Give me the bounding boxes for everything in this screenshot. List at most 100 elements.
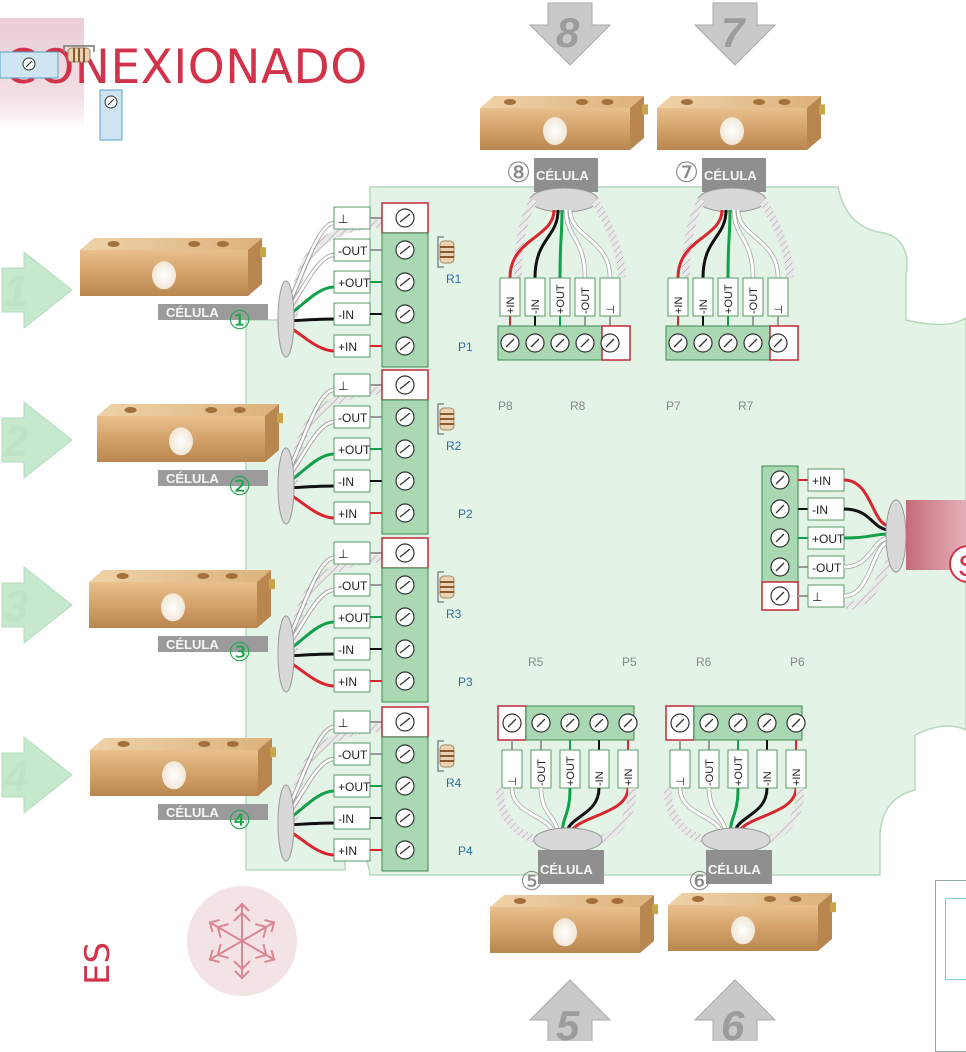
screw-slot [399, 749, 411, 759]
wire-gnd [568, 209, 612, 279]
trimmer-slot [25, 60, 33, 68]
resistor-label: R4 [446, 776, 462, 790]
screw-slot [399, 580, 411, 590]
cable-shield [495, 787, 540, 844]
terminal-label-gnd: ⊥ [338, 716, 348, 730]
resistor-band [440, 581, 454, 583]
screw-slot [399, 245, 411, 255]
resistor-label: R1 [446, 272, 462, 286]
terminal-label-gnd: ⊥ [605, 304, 617, 314]
load-cell-8 [480, 96, 648, 150]
arrow-shape [693, 2, 777, 66]
cable-shield [845, 559, 894, 610]
beam-screw [830, 902, 836, 913]
beam-strain-gauge [162, 761, 186, 790]
snowflake-branch [255, 923, 268, 939]
screw-slot [733, 718, 743, 728]
terminal-label-minus_in: -IN [762, 771, 774, 786]
screw-slot [399, 813, 411, 823]
cable-shield [514, 198, 538, 279]
arrow-number: 2 [3, 417, 29, 466]
trimmer-label: P4 [458, 844, 473, 858]
snowflake-arm [208, 940, 243, 964]
load-cell-6 [668, 893, 836, 951]
cell-word: CÉLULA [166, 305, 219, 320]
trimmer-label: P5 [622, 655, 637, 669]
cable-shield [596, 787, 637, 844]
terminal-label-plus_in: +IN [338, 507, 357, 521]
screw-slot [773, 338, 783, 348]
arrow-shape [528, 979, 612, 1041]
load-cell-7 [657, 96, 825, 150]
terminal-label-gnd: ⊥ [675, 776, 687, 786]
arrow-number: 5 [556, 1002, 580, 1041]
arrow-number: 7 [721, 9, 746, 56]
input-arrow-8: 8 [528, 2, 612, 66]
beam-strain-gauge [543, 117, 567, 146]
terminal-label-plus_in: +IN [673, 297, 685, 314]
cell-word: CÉLULA [708, 862, 761, 877]
beam-side [640, 895, 654, 953]
beam-hole [233, 407, 246, 413]
terminal-label-minus_out: -OUT [338, 748, 368, 762]
beam-hole [576, 99, 588, 105]
beam-top [480, 96, 644, 108]
screw-slot [399, 612, 411, 622]
screw-slot [399, 676, 411, 686]
beam-hole [124, 407, 137, 413]
screw-slot [399, 644, 411, 654]
snowflake-icon [208, 902, 276, 980]
cable-collar [697, 187, 767, 213]
resistor-band [440, 755, 454, 757]
wire-minus_in [701, 209, 728, 279]
cell-tag [534, 158, 598, 192]
snowflake-arm [241, 940, 276, 964]
resistor-band [440, 251, 454, 253]
screw-slot [791, 718, 801, 728]
resistor-label: R7 [738, 399, 754, 413]
beam-screw [277, 413, 283, 424]
terminal-label-gnd: ⊥ [338, 212, 348, 226]
snowflake-spoke [241, 940, 276, 961]
beam-hole [107, 241, 120, 247]
screw-slot [723, 338, 733, 348]
terminal-label-plus_out: +OUT [733, 756, 745, 786]
cable-collar [277, 447, 295, 525]
resistor-band [440, 418, 454, 420]
screw-slot [704, 718, 714, 728]
snowflake-spoke [208, 921, 243, 942]
arrow-shape [1, 400, 73, 480]
terminal-label-minus_in: -IN [338, 308, 354, 322]
resistor-band [440, 586, 454, 588]
resistor-band [78, 48, 80, 62]
screw-slot [775, 475, 785, 485]
arrow-shape [693, 979, 777, 1041]
screw-slot [673, 338, 683, 348]
beam-screw [819, 104, 825, 115]
beam-strain-gauge [553, 918, 577, 947]
cell-tag [158, 304, 268, 320]
terminal-label-gnd: ⊥ [338, 379, 348, 393]
cable-collar [277, 784, 295, 862]
input-arrow-7: 7 [693, 2, 777, 66]
beam-side [630, 96, 644, 150]
beam-hole [197, 573, 210, 579]
wire-plus_in [676, 209, 724, 279]
terminal-label-gnd: ⊥ [773, 304, 785, 314]
beam-hole [789, 896, 802, 902]
input-arrow-1: 1 [1, 250, 73, 330]
snowflake-spoke [241, 921, 276, 942]
load-cell-4 [90, 738, 276, 796]
resistor-lead [437, 403, 444, 435]
input-arrow-3: 3 [1, 565, 73, 645]
screw-slot [399, 309, 411, 319]
cell-number: ① [228, 305, 251, 335]
screw-slot [555, 338, 565, 348]
trimmer-P7 [0, 51, 59, 79]
resistor-band [440, 750, 454, 752]
resistor-band [73, 48, 75, 62]
cable-shield [764, 787, 805, 844]
